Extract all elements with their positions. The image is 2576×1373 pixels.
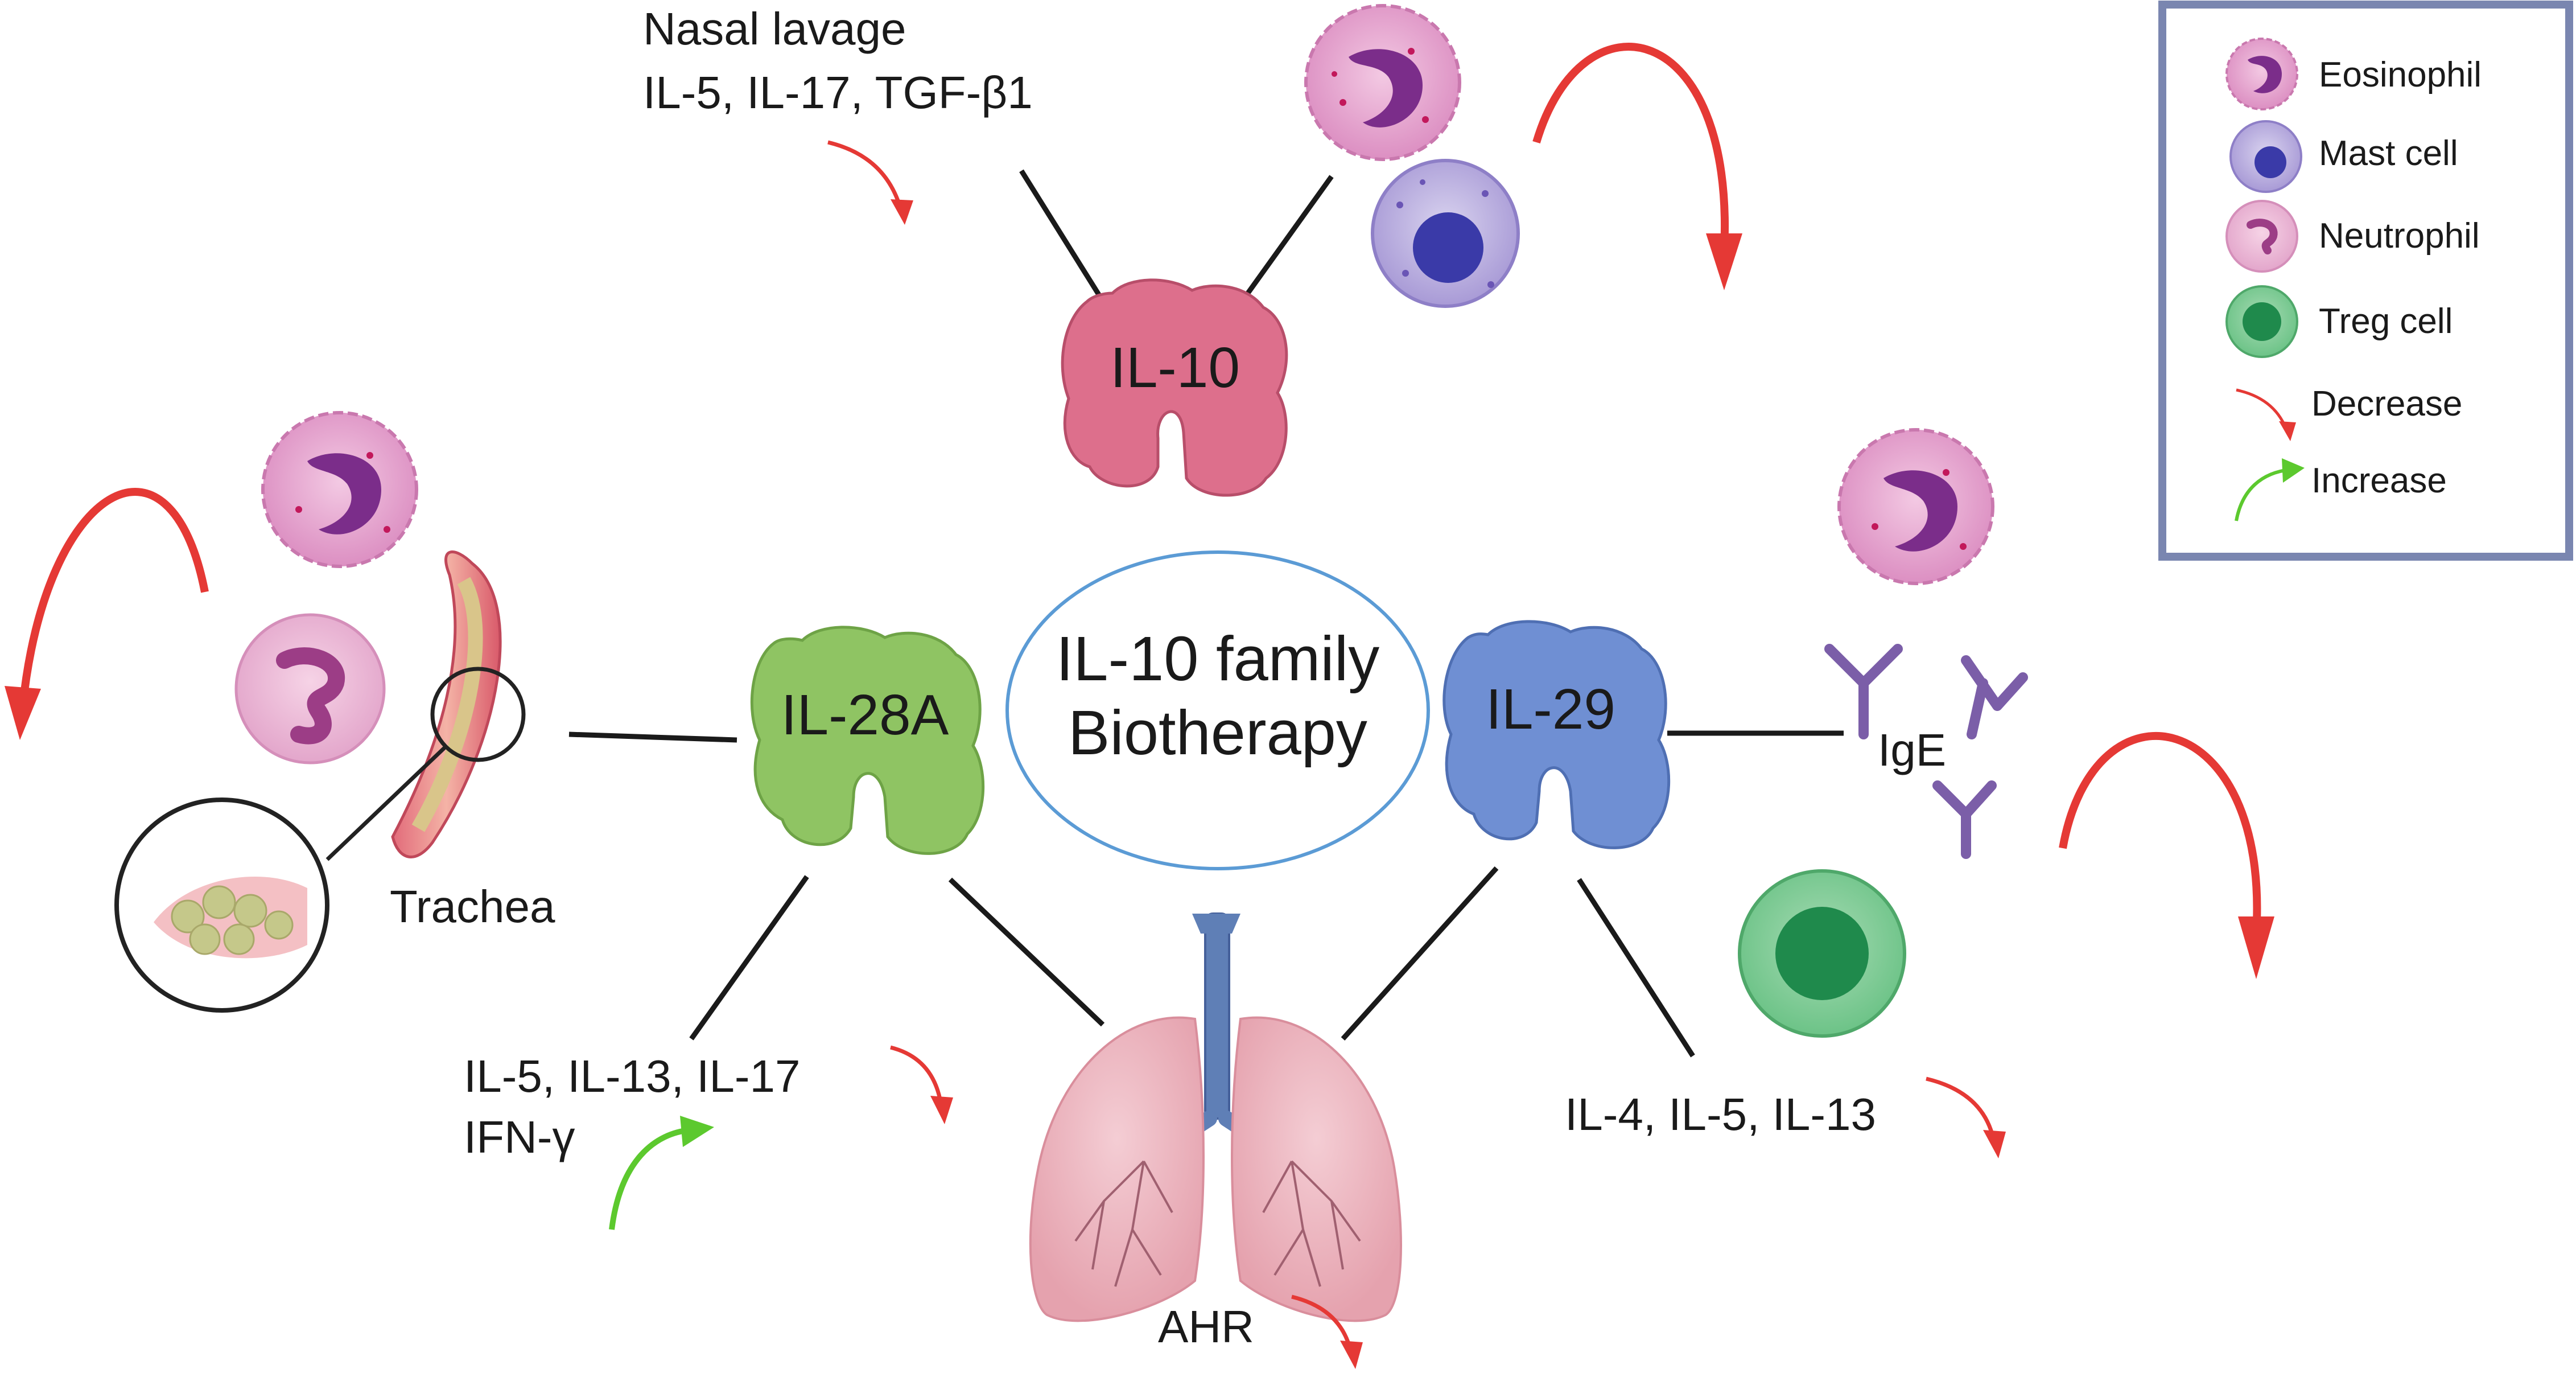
center-title-line1: IL-10 family <box>1056 624 1380 694</box>
il29-cytokines-group: IL-4, IL-5, IL-13 <box>1565 1076 2006 1158</box>
decrease-arrow-icon <box>2236 388 2296 441</box>
trachea-zoom-circle <box>430 667 526 762</box>
neutrophil-left <box>234 613 386 764</box>
legend-label-decrease: Decrease <box>2311 384 2462 424</box>
decrease-arrow-icon <box>890 1045 953 1124</box>
lungs-illustration: AHR <box>1029 912 1402 1369</box>
connector-lines <box>568 169 1844 1058</box>
mast-cell-top <box>1371 159 1520 308</box>
ige-label: IgE <box>1878 725 1946 775</box>
line-il28a-trachea <box>568 731 737 743</box>
ahr-label: AHR <box>1158 1301 1254 1352</box>
il29-label: IL-29 <box>1486 677 1615 741</box>
line-il10-nasal <box>1019 169 1109 309</box>
il10-protein-shape <box>1061 278 1288 497</box>
line-il29-cytokines <box>1577 878 1695 1058</box>
il28a-protein-shape <box>750 626 985 855</box>
ige-antibodies <box>1824 644 2028 859</box>
line-il10-cells <box>1235 175 1334 309</box>
right-lung <box>1231 1016 1402 1322</box>
treg-cell-right <box>1738 869 1906 1038</box>
decrease-arrow-icon <box>1532 43 1742 290</box>
il10-protein: IL-10 <box>1061 278 1288 497</box>
trachea-label: Trachea <box>390 881 555 932</box>
il29-cytokines-label: IL-4, IL-5, IL-13 <box>1565 1089 1876 1140</box>
legend-label-eosinophil: Eosinophil <box>2319 55 2482 94</box>
decrease-arrow-icon <box>2059 731 2274 979</box>
legend-label-neutrophil: Neutrophil <box>2319 216 2480 256</box>
legend-label-treg-cell: Treg cell <box>2319 302 2453 341</box>
line-il29-lungs <box>1341 866 1499 1041</box>
decrease-arrow-icon <box>827 140 913 225</box>
eosinophil-left <box>261 411 418 568</box>
center-title-line2: Biotherapy <box>1068 698 1367 768</box>
nasal-lavage-cytokines: IL-5, IL-17, TGF-β1 <box>643 67 1033 118</box>
il29-protein: IL-29 <box>1442 620 1671 849</box>
center-node: IL-10 family Biotherapy <box>1005 550 1430 870</box>
il28a-protein: IL-28A <box>750 626 985 855</box>
il28a-ifn-label: IFN-γ <box>464 1112 575 1162</box>
eosinophil-top <box>1304 4 1461 161</box>
nasal-lavage-title: Nasal lavage <box>643 3 906 54</box>
il28a-cytokines-label: IL-5, IL-13, IL-17 <box>464 1051 800 1101</box>
trachea-illustration: Trachea <box>114 550 555 1013</box>
increase-arrow-icon <box>2235 458 2305 521</box>
legend-label-increase: Increase <box>2311 461 2447 500</box>
line-il28a-lungs <box>948 877 1105 1027</box>
mast-cell-icon <box>2229 120 2302 193</box>
decrease-arrow-icon <box>1291 1294 1363 1369</box>
neutrophil-icon <box>2225 200 2298 273</box>
ige-antibody-icon <box>1932 780 1997 859</box>
legend: Eosinophil Mast cell Neutrophil Treg cel… <box>2158 1 2573 561</box>
il10-label: IL-10 <box>1110 336 1240 400</box>
il29-protein-shape <box>1442 620 1671 849</box>
ige-antibody-icon <box>1824 644 1903 739</box>
line-il28a-cytokines <box>689 875 809 1041</box>
eosinophil-right <box>1837 428 1994 585</box>
eosinophil-icon <box>2225 38 2298 110</box>
il28a-cytokines-group: IL-5, IL-13, IL-17 IFN-γ <box>464 1045 953 1230</box>
left-lung <box>1029 1016 1205 1322</box>
decrease-arrow-icon <box>1926 1076 2006 1158</box>
il28a-label: IL-28A <box>781 683 949 747</box>
legend-box <box>2158 1 2573 561</box>
increase-arrow-icon <box>609 1116 714 1230</box>
decrease-arrow-icon <box>5 488 209 740</box>
nasal-lavage-group: Nasal lavage IL-5, IL-17, TGF-β1 <box>643 3 1033 225</box>
center-ellipse <box>1005 550 1430 870</box>
ige-antibody-icon <box>1961 655 2028 739</box>
legend-label-mast-cell: Mast cell <box>2319 134 2458 173</box>
treg-cell-icon <box>2225 285 2298 358</box>
